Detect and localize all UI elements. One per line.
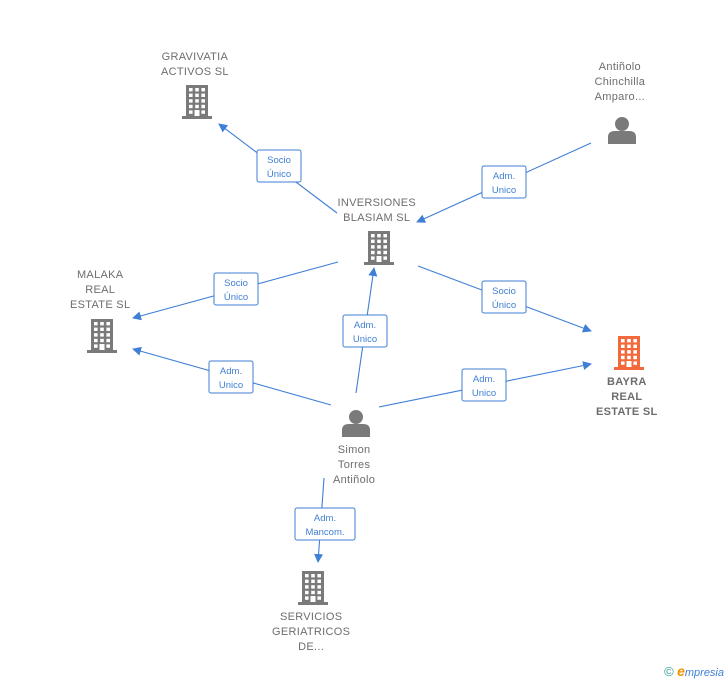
- edge-label-box: [481, 165, 527, 199]
- node-label-inversiones[interactable]: INVERSIONES BLASIAM SL: [338, 196, 417, 226]
- edge-label-box: [208, 360, 254, 394]
- edge-label-antinolo-to-inversiones[interactable]: Adm. Unico: [481, 165, 527, 199]
- copyright-symbol: ©: [664, 664, 674, 679]
- node-label-line: REAL: [611, 391, 643, 403]
- building-icon-bayra[interactable]: [614, 336, 644, 370]
- building-icon-malaka[interactable]: [87, 319, 117, 353]
- node-label-malaka[interactable]: MALAKA REAL ESTATE SL: [70, 268, 130, 313]
- node-label-line: SERVICIOS: [279, 611, 343, 623]
- edge-label-text: Socio: [492, 286, 516, 297]
- edge-label-text: Adm.: [473, 374, 495, 385]
- edge-label-text: Adm.: [220, 366, 242, 377]
- node-label-line: Amparo...: [594, 91, 646, 103]
- node-label-line: REAL: [85, 284, 116, 296]
- edge-label-text: Unico: [353, 334, 377, 345]
- edge-label-text: Único: [224, 292, 248, 303]
- edge-label-text: Adm.: [493, 171, 515, 182]
- node-label-bayra[interactable]: BAYRA REAL ESTATE SL: [596, 375, 658, 420]
- edge-label-box: [481, 280, 527, 314]
- building-icon-inversiones[interactable]: [364, 231, 394, 265]
- node-label-line: Simon: [337, 444, 371, 456]
- node-label-line: DE...: [298, 641, 325, 653]
- edge-label-simon-to-servicios[interactable]: Adm. Mancom.: [294, 507, 356, 541]
- edge-label-text: Adm.: [354, 320, 376, 331]
- node-label-line: BLASIAM SL: [343, 212, 411, 224]
- building-icon-gravivatia[interactable]: [182, 85, 212, 119]
- node-label-line: ACTIVOS SL: [161, 66, 229, 78]
- edge-label-text: Mancom.: [305, 527, 344, 538]
- node-label-line: BAYRA: [606, 376, 647, 388]
- node-label-line: ESTATE SL: [70, 299, 131, 311]
- edge-label-text: Único: [492, 300, 516, 311]
- edge-label-box: [461, 368, 507, 402]
- edge-label-text: Socio: [224, 278, 248, 289]
- node-label-servicios[interactable]: SERVICIOS GERIATRICOS DE...: [272, 610, 350, 655]
- edge-label-box: [213, 272, 259, 306]
- node-label-line: GERIATRICOS: [272, 626, 351, 638]
- node-label-line: Chinchilla: [594, 76, 646, 88]
- node-label-line: Antiñolo: [333, 474, 376, 486]
- person-icon-antinolo[interactable]: [608, 117, 636, 144]
- node-icons-layer: [87, 85, 644, 605]
- node-label-gravivatia[interactable]: GRAVIVATIA ACTIVOS SL: [161, 50, 229, 80]
- person-icon-simon[interactable]: [342, 410, 370, 437]
- edge-label-text: Socio: [267, 155, 291, 166]
- edge-label-text: Único: [267, 169, 291, 180]
- node-label-line: ESTATE SL: [596, 406, 658, 418]
- edge-label-simon-to-bayra[interactable]: Adm. Unico: [461, 368, 507, 402]
- node-label-line: MALAKA: [76, 269, 124, 281]
- edge-label-text: Unico: [219, 380, 243, 391]
- building-icon-servicios[interactable]: [298, 571, 328, 605]
- node-label-line: INVERSIONES: [337, 197, 416, 209]
- edge-label-text: Adm.: [314, 513, 336, 524]
- edge-label-simon-to-malaka[interactable]: Adm. Unico: [208, 360, 254, 394]
- edge-label-text: Unico: [492, 185, 516, 196]
- node-label-line: Antiñolo: [598, 61, 641, 73]
- edge-label-simon-to-inversiones[interactable]: Adm. Unico: [342, 314, 388, 348]
- edge-label-box: [256, 149, 302, 183]
- empresia-credit[interactable]: © empresia: [664, 663, 724, 679]
- edge-label-box: [342, 314, 388, 348]
- edge-label-box: [294, 507, 356, 541]
- node-label-line: GRAVIVATIA: [161, 51, 229, 63]
- empresia-logo: empresia: [677, 663, 724, 679]
- node-label-line: Torres: [337, 459, 371, 471]
- edge-label-text: Unico: [472, 388, 496, 399]
